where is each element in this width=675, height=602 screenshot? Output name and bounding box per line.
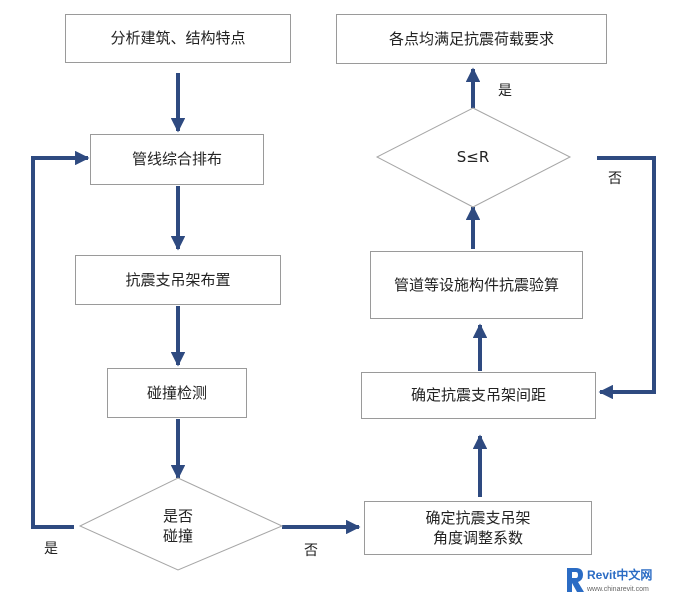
decision-sr-text: S≤R bbox=[423, 147, 523, 167]
node-pipeline: 管线综合排布 bbox=[90, 134, 264, 185]
node-verify-label: 管道等设施构件抗震验算 bbox=[393, 275, 559, 294]
node-spacing: 确定抗震支吊架间距 bbox=[361, 372, 596, 419]
node-spacing-label: 确定抗震支吊架间距 bbox=[410, 386, 546, 405]
node-adjust-angle: 确定抗震支吊架 角度调整系数 bbox=[364, 501, 592, 555]
decision-collision-shape bbox=[78, 477, 284, 571]
label-collision-yes: 是 bbox=[44, 541, 58, 557]
node-collision-check-label: 碰撞检测 bbox=[146, 383, 207, 402]
node-adjust-angle-line2: 角度调整系数 bbox=[432, 529, 523, 547]
node-collision-check: 碰撞检测 bbox=[107, 368, 247, 418]
node-analyze: 分析建筑、结构特点 bbox=[65, 14, 291, 63]
watermark: Revit中文网 www.chinarevit.com bbox=[563, 562, 673, 598]
decision-sr-shape bbox=[375, 107, 572, 208]
decision-collision-line1: 是否 bbox=[162, 507, 193, 525]
watermark-logo-icon: Revit中文网 www.chinarevit.com bbox=[567, 567, 652, 593]
node-adjust-angle-line1: 确定抗震支吊架 bbox=[425, 508, 531, 527]
decision-sr-label: S≤R bbox=[456, 148, 490, 166]
node-layout-label: 抗震支吊架布置 bbox=[125, 270, 231, 289]
label-collision-no: 否 bbox=[304, 543, 318, 559]
svg-text:Revit中文网: Revit中文网 bbox=[587, 567, 652, 582]
label-sr-yes: 是 bbox=[498, 83, 512, 99]
node-pipeline-label: 管线综合排布 bbox=[131, 150, 222, 169]
decision-collision-line2: 碰撞 bbox=[162, 527, 193, 546]
node-analyze-label: 分析建筑、结构特点 bbox=[110, 29, 246, 48]
arrow-collision-yes-loop bbox=[31, 150, 90, 529]
node-layout: 抗震支吊架布置 bbox=[75, 255, 281, 305]
node-verify: 管道等设施构件抗震验算 bbox=[370, 251, 583, 319]
node-satisfied: 各点均满足抗震荷载要求 bbox=[336, 14, 607, 64]
node-satisfied-label: 各点均满足抗震荷载要求 bbox=[388, 29, 554, 48]
arrow-sr-no-loop bbox=[597, 156, 656, 400]
label-sr-no: 否 bbox=[608, 171, 622, 187]
decision-collision-text: 是否 碰撞 bbox=[128, 506, 228, 547]
svg-text:www.chinarevit.com: www.chinarevit.com bbox=[586, 586, 649, 593]
